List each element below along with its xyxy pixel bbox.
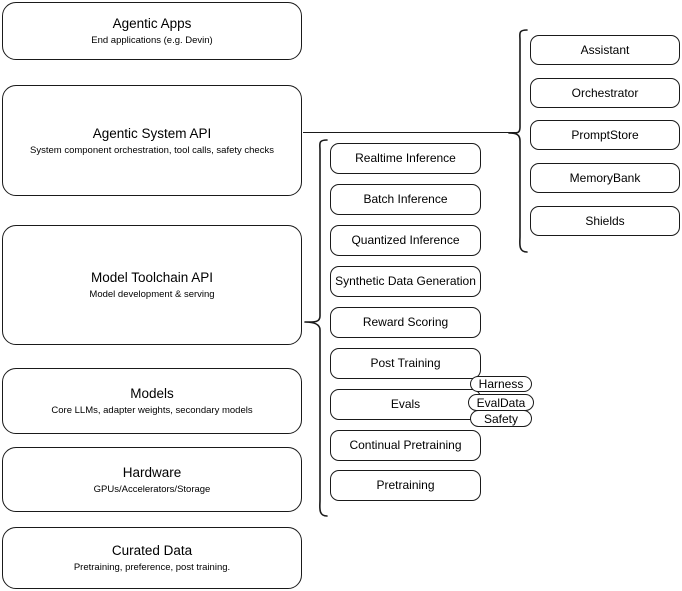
connector-system-api-to-components [303,132,515,134]
evals-subcomponent-harness[interactable]: Harness [470,376,532,392]
layer-title: Model Toolchain API [90,270,214,285]
component-label: Post Training [370,356,441,370]
evals-subcomponent-safety[interactable]: Safety [470,410,532,427]
layer-title: Agentic System API [92,125,212,141]
layer-title: Hardware [122,464,182,480]
layer-subtitle: Model development & serving [89,289,215,300]
component-box-promptstore[interactable]: PromptStore [530,120,680,150]
layer-subtitle: System component orchestration, tool cal… [30,144,274,156]
layer-subtitle: GPUs/Accelerators/Storage [93,483,211,495]
layer-box-agentic-apps[interactable]: Agentic Apps End applications (e.g. Devi… [2,2,302,60]
layer-box-agentic-system-api[interactable]: Agentic System API System component orch… [2,85,302,196]
component-label: Continual Pretraining [349,438,462,452]
component-box-realtime-inference[interactable]: Realtime Inference [330,143,481,174]
component-box-evals[interactable]: Evals [330,389,481,420]
component-box-assistant[interactable]: Assistant [530,35,680,65]
evals-subcomponent-label: Harness [478,377,524,391]
layer-subtitle: Pretraining, preference, post training. [73,562,231,573]
component-box-pretraining[interactable]: Pretraining [330,470,481,501]
component-label: Orchestrator [571,85,639,100]
component-label: Shields [585,213,625,228]
layer-subtitle: End applications (e.g. Devin) [91,35,213,46]
layer-subtitle: Core LLMs, adapter weights, secondary mo… [51,405,253,416]
evals-subcomponent-evaldata[interactable]: EvalData [468,394,534,411]
evals-subcomponent-label: Safety [483,411,519,426]
component-label: Pretraining [376,478,435,492]
evals-subcomponent-label: EvalData [476,395,526,410]
component-label: Batch Inference [363,192,448,206]
component-box-post-training[interactable]: Post Training [330,348,481,379]
component-box-reward-scoring[interactable]: Reward Scoring [330,307,481,338]
layer-title: Models [130,386,174,401]
layer-box-hardware[interactable]: Hardware GPUs/Accelerators/Storage [2,447,302,512]
component-label: Reward Scoring [362,315,449,329]
component-box-quantized-inference[interactable]: Quantized Inference [330,225,481,256]
component-label: PromptStore [571,127,639,142]
component-label: Realtime Inference [355,151,456,165]
component-label: Evals [390,397,421,411]
layer-title: Agentic Apps [112,16,192,31]
layer-box-curated-data[interactable]: Curated Data Pretraining, preference, po… [2,527,302,589]
brace-system-components [507,28,529,254]
layer-box-models[interactable]: Models Core LLMs, adapter weights, secon… [2,368,302,434]
component-box-memorybank[interactable]: MemoryBank [530,163,680,193]
component-label: Assistant [580,42,630,57]
component-box-shields[interactable]: Shields [530,206,680,236]
component-label: Quantized Inference [351,233,460,247]
brace-toolchain-components [303,138,329,518]
component-box-continual-pretraining[interactable]: Continual Pretraining [330,430,481,461]
component-label: MemoryBank [569,170,641,185]
layer-title: Curated Data [111,543,193,558]
component-box-orchestrator[interactable]: Orchestrator [530,78,680,108]
component-label: Synthetic Data Generation [335,274,476,288]
layer-box-model-toolchain-api[interactable]: Model Toolchain API Model development & … [2,225,302,345]
component-box-batch-inference[interactable]: Batch Inference [330,184,481,215]
component-box-synthetic-data-generation[interactable]: Synthetic Data Generation [330,266,481,297]
